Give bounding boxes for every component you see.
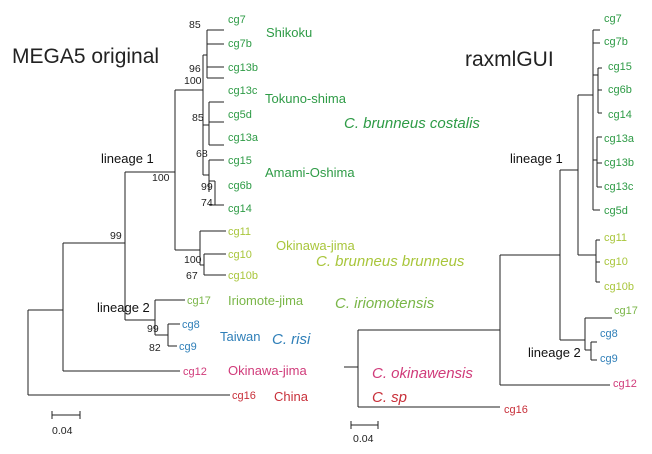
tip-label: cg10b bbox=[228, 270, 258, 282]
tip-label: cg16 bbox=[504, 404, 528, 416]
species-brunneus: C. brunneus brunneus bbox=[316, 253, 465, 270]
left-lineage-1-label: lineage 1 bbox=[101, 151, 154, 166]
support-value: 85 bbox=[189, 19, 201, 31]
left-tree-title: MEGA5 original bbox=[12, 45, 159, 68]
locality-label: China bbox=[274, 389, 309, 404]
tip-label: cg9 bbox=[600, 353, 618, 365]
tip-label: cg7b bbox=[228, 38, 252, 50]
support-value: 68 bbox=[196, 148, 208, 160]
tip-label: cg13c bbox=[228, 85, 258, 97]
support-value: 99 bbox=[110, 230, 122, 242]
tip-label: cg11 bbox=[604, 232, 627, 244]
species-iriomotensis: C. iriomotensis bbox=[335, 295, 435, 312]
support-value: 67 bbox=[186, 270, 198, 282]
tip-label: cg13b bbox=[604, 157, 634, 169]
locality-label: Shikoku bbox=[266, 25, 312, 40]
tip-label: cg7b bbox=[604, 36, 628, 48]
tip-label: cg10 bbox=[604, 256, 628, 268]
right-scale-label: 0.04 bbox=[353, 433, 374, 445]
tip-label: cg10 bbox=[228, 249, 252, 261]
right-tree-branches bbox=[344, 29, 612, 408]
tip-label: cg16 bbox=[232, 390, 256, 402]
support-value: 74 bbox=[201, 197, 213, 209]
tip-label: cg5d bbox=[604, 205, 628, 217]
tip-label: cg8 bbox=[600, 328, 618, 340]
tip-label: cg8 bbox=[182, 319, 200, 331]
tip-label: cg12 bbox=[183, 366, 207, 378]
locality-label: Taiwan bbox=[220, 329, 260, 344]
locality-label: Amami-Oshima bbox=[265, 165, 355, 180]
locality-label: Okinawa-jima bbox=[276, 238, 356, 253]
right-tree-title: raxmlGUI bbox=[465, 48, 554, 71]
left-tree-branches bbox=[27, 29, 230, 396]
locality-label: Iriomote-jima bbox=[228, 293, 304, 308]
left-tree-support-values: 85 96 100 85 68 100 99 74 99 100 67 99 8… bbox=[110, 19, 213, 354]
species-costalis: C. brunneus costalis bbox=[344, 115, 480, 132]
species-sp: C. sp bbox=[372, 389, 407, 406]
support-value: 100 bbox=[184, 75, 202, 87]
tip-label: cg7 bbox=[604, 13, 622, 25]
left-tree-tips: cg7 cg7b cg13b cg13c cg5d cg13a cg15 cg6… bbox=[179, 14, 259, 402]
left-lineage-2-label: lineage 2 bbox=[97, 300, 150, 315]
support-value: 99 bbox=[147, 323, 159, 335]
tip-label: cg13a bbox=[228, 132, 259, 144]
tip-label: cg7 bbox=[228, 14, 246, 26]
tip-label: cg11 bbox=[228, 226, 251, 238]
locality-label: Okinawa-jima bbox=[228, 363, 308, 378]
support-value: 99 bbox=[201, 181, 213, 193]
tip-label: cg6b bbox=[608, 84, 632, 96]
tip-label: cg12 bbox=[613, 378, 637, 390]
tip-label: cg15 bbox=[608, 61, 632, 73]
support-value: 100 bbox=[184, 254, 202, 266]
support-value: 82 bbox=[149, 342, 161, 354]
right-tree-tips: cg7 cg7b cg15 cg6b cg14 cg13a cg13b cg13… bbox=[504, 13, 638, 416]
tip-label: cg13b bbox=[228, 62, 258, 74]
locality-label: Tokuno-shima bbox=[265, 91, 347, 106]
tip-label: cg15 bbox=[228, 155, 252, 167]
tip-label: cg9 bbox=[179, 341, 197, 353]
support-value: 100 bbox=[152, 172, 170, 184]
tip-label: cg14 bbox=[608, 109, 632, 121]
tip-label: cg5d bbox=[228, 109, 252, 121]
tip-label: cg17 bbox=[614, 305, 638, 317]
right-scale-bar: 0.04 bbox=[350, 421, 379, 445]
species-okinawensis: C. okinawensis bbox=[372, 365, 473, 382]
right-lineage-2-label: lineage 2 bbox=[528, 345, 581, 360]
tip-label: cg17 bbox=[187, 295, 211, 307]
tip-label: cg13c bbox=[604, 181, 634, 193]
support-value: 85 bbox=[192, 112, 204, 124]
left-tree: MEGA5 original bbox=[12, 14, 356, 437]
tip-label: cg13a bbox=[604, 133, 635, 145]
tip-label: cg6b bbox=[228, 180, 252, 192]
tip-label: cg10b bbox=[604, 281, 634, 293]
tip-label: cg14 bbox=[228, 203, 252, 215]
species-labels: C. brunneus costalis C. brunneus brunneu… bbox=[272, 115, 480, 406]
right-tree: raxmlGUI bbox=[344, 13, 638, 445]
left-scale-label: 0.04 bbox=[52, 425, 73, 437]
support-value: 96 bbox=[189, 63, 201, 75]
right-lineage-1-label: lineage 1 bbox=[510, 151, 563, 166]
left-scale-bar: 0.04 bbox=[51, 411, 81, 437]
species-risi: C. risi bbox=[272, 331, 311, 348]
